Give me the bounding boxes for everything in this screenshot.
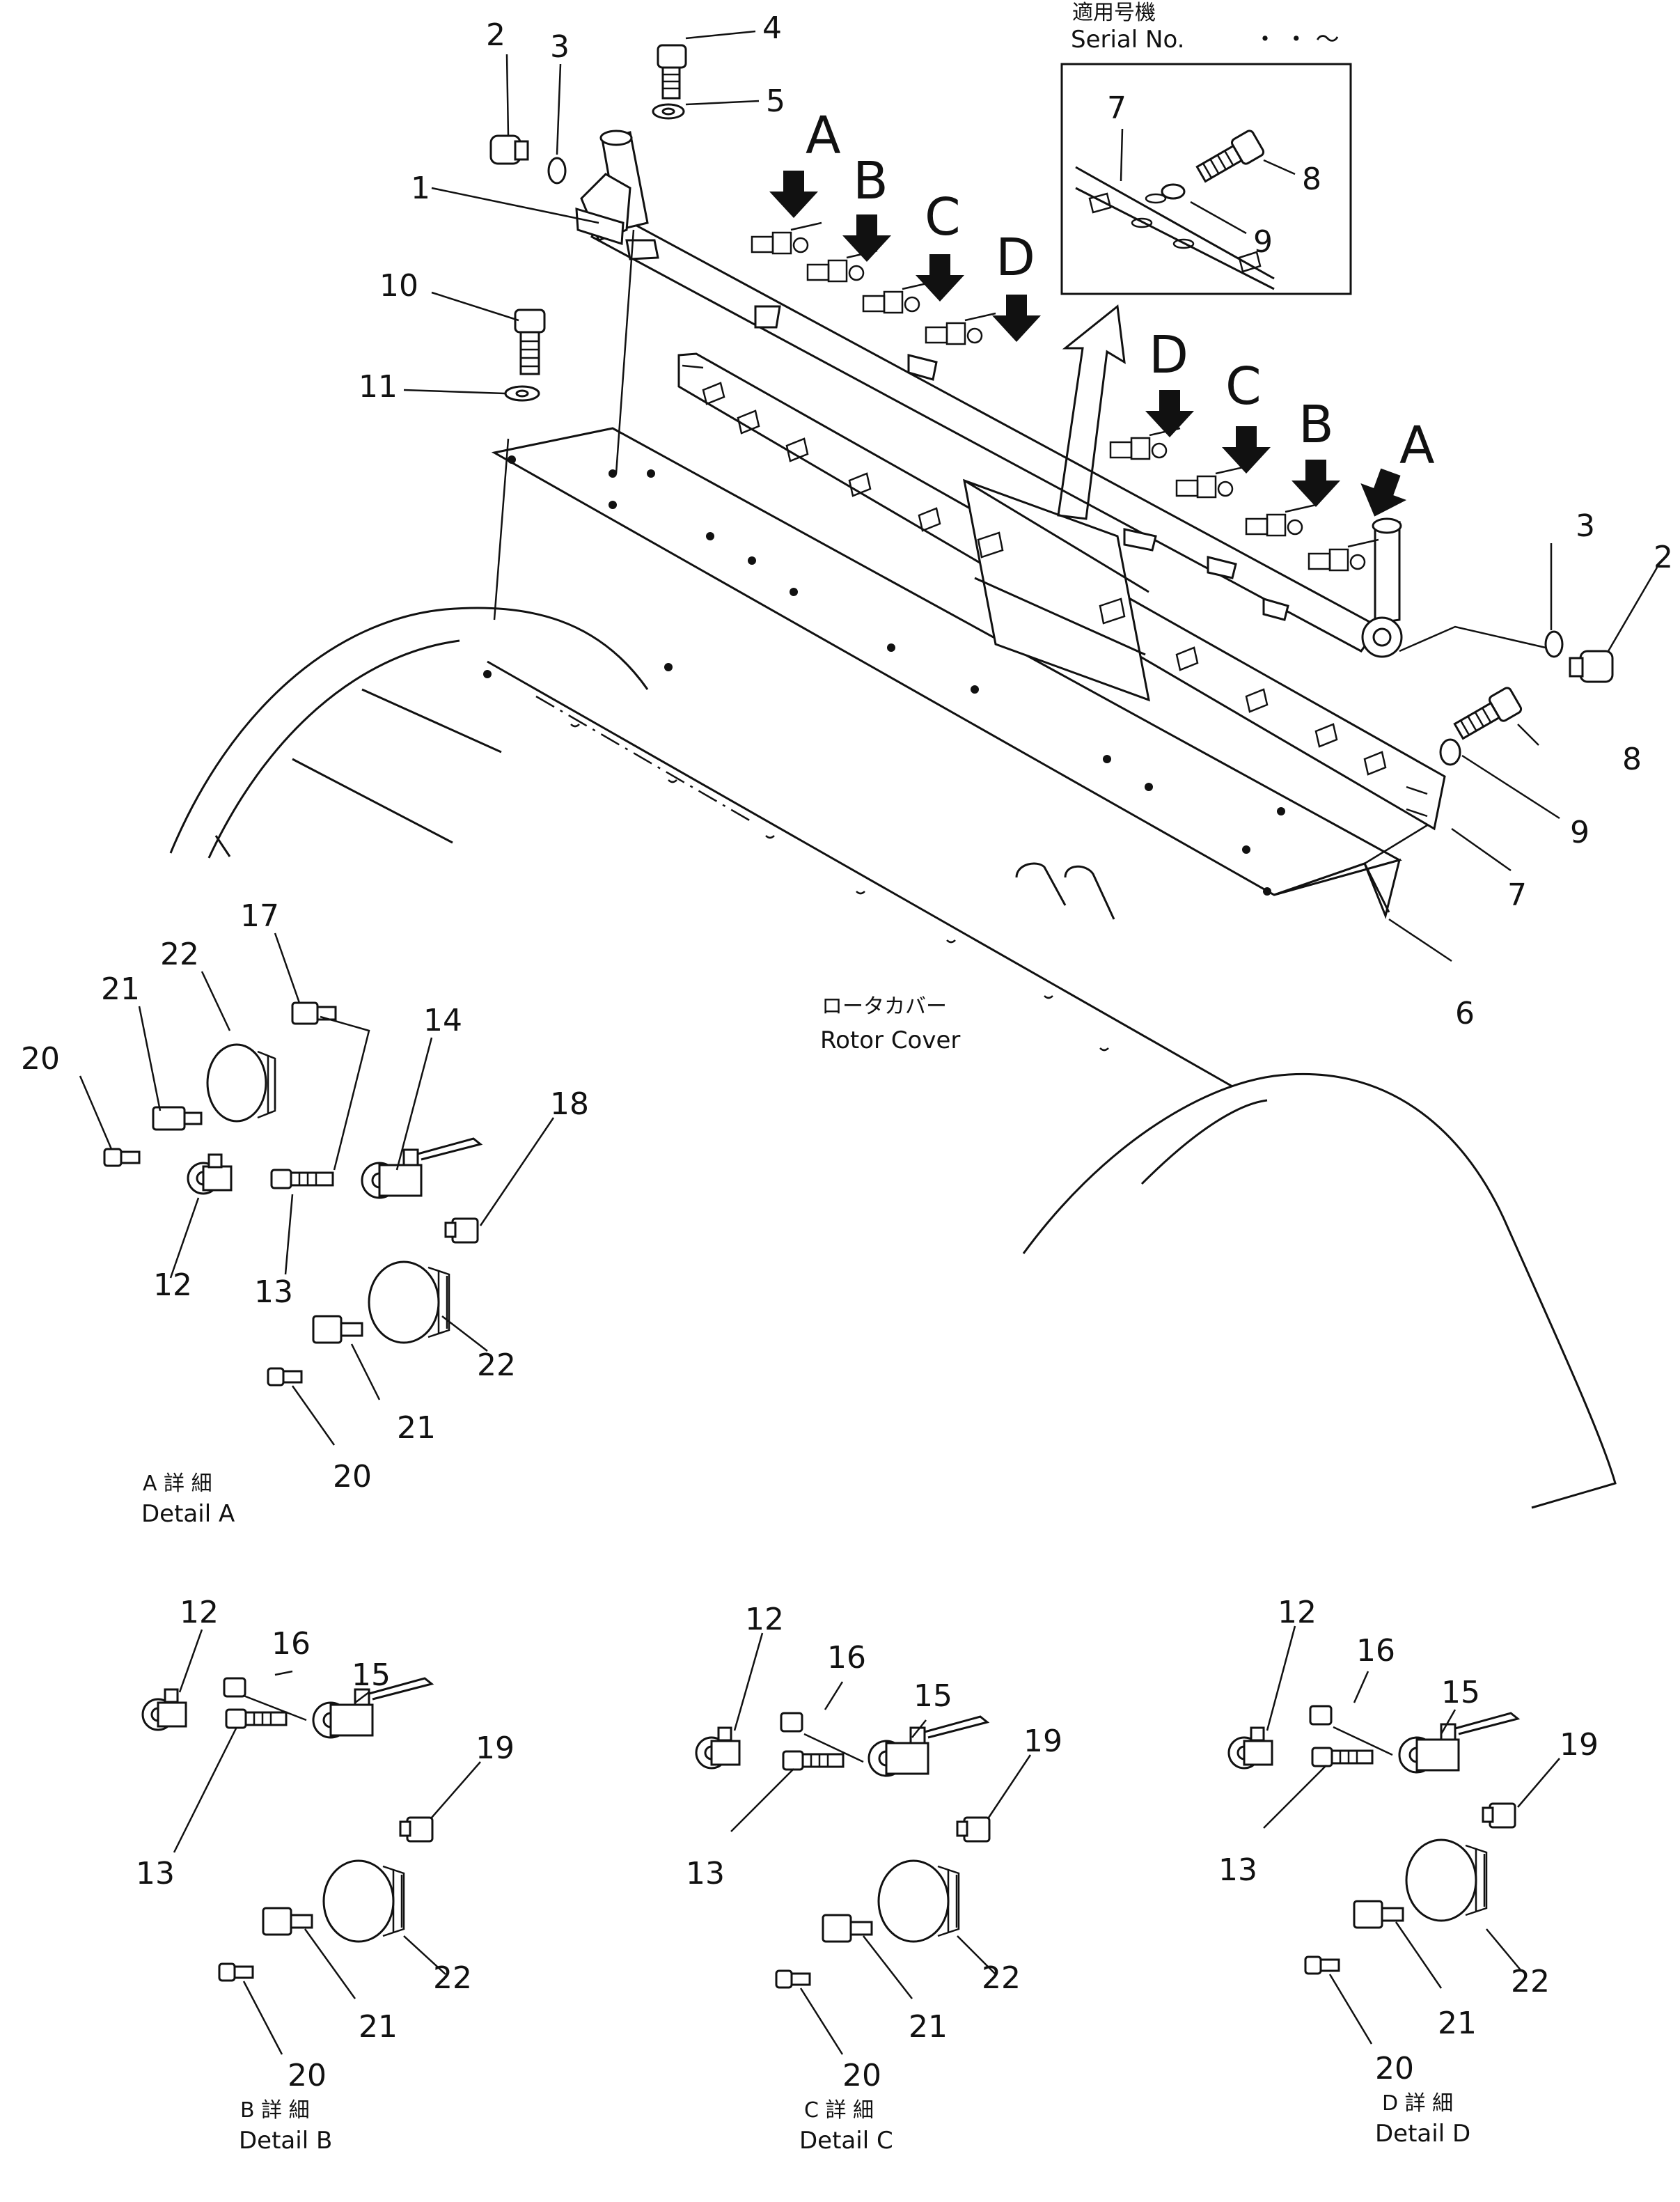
detail-a-callout-12: 12 (153, 1267, 192, 1303)
detail-a-callout-21-bottom: 21 (397, 1410, 436, 1446)
detail-d-callout-22: 22 (1511, 1964, 1550, 1999)
nozzle-arrows (769, 171, 1407, 517)
inset-callout-9: 9 (1253, 224, 1273, 260)
inset-callout-7: 7 (1107, 91, 1126, 126)
detail-c-title-en: Detail C (799, 2127, 893, 2155)
rotor-cover-label-en: Rotor Cover (820, 1026, 960, 1054)
detail-c: 12 16 15 19 13 22 21 20 C 詳 細 Detail C (686, 1602, 1062, 2155)
detail-b-callout-20: 20 (288, 2058, 327, 2093)
detail-c-callout-16: 16 (827, 1640, 866, 1676)
detail-a-callout-17: 17 (240, 898, 279, 934)
rotor-cover (169, 607, 1617, 1509)
callout-2-left: 2 (486, 17, 505, 53)
detail-b-title-jp: B 詳 細 (240, 2098, 310, 2123)
detail-a-callout-20-top: 20 (21, 1041, 60, 1077)
detail-a-callout-22-bottom: 22 (477, 1348, 516, 1383)
detail-c-callout-15: 15 (913, 1678, 952, 1714)
washer-11-hole (515, 389, 529, 398)
detail-d: 12 16 15 19 13 22 21 20 D 詳 細 Detail D (1218, 1595, 1599, 2148)
enlarge-arrow (1057, 304, 1126, 520)
letter-c-left: C (925, 187, 961, 247)
detail-d-callout-13: 13 (1218, 1852, 1257, 1888)
callout-3-left: 3 (550, 29, 570, 65)
detail-b-title-en: Detail B (239, 2127, 332, 2155)
bolt-8-right (1453, 687, 1523, 740)
detail-d-callout-19: 19 (1560, 1727, 1599, 1763)
callout-5: 5 (766, 84, 785, 119)
o-ring-3-right (1544, 630, 1564, 658)
detail-b-callout-15: 15 (352, 1657, 391, 1693)
detail-a-title-en: Detail A (141, 1500, 235, 1528)
detail-c-callout-22: 22 (982, 1960, 1021, 1996)
detail-d-callout-20: 20 (1375, 2051, 1414, 2086)
bolt-4 (657, 44, 687, 100)
detail-a: 17 22 21 20 14 18 12 13 22 21 20 A 詳 細 D… (21, 898, 589, 1528)
plug-2-left (489, 134, 529, 165)
callout-4: 4 (762, 10, 782, 46)
detail-c-callout-19: 19 (1023, 1724, 1062, 1759)
detail-d-title-en: Detail D (1375, 2120, 1470, 2148)
detail-a-callout-14: 14 (423, 1003, 462, 1038)
detail-a-callout-18: 18 (550, 1086, 589, 1122)
main-leaders (403, 30, 1658, 962)
letter-a-left: A (806, 106, 841, 166)
detail-c-title-jp: C 詳 細 (804, 2098, 874, 2123)
detail-b-callout-19: 19 (476, 1731, 515, 1766)
detail-b-callout-16: 16 (272, 1626, 311, 1662)
detail-b-callout-22: 22 (433, 1960, 472, 1996)
detail-a-title-jp: A 詳 細 (143, 1471, 212, 1496)
callout-6: 6 (1455, 996, 1475, 1031)
detail-d-callout-21: 21 (1438, 2006, 1477, 2041)
washer-9-right (1439, 738, 1461, 766)
serial-label-jp: 適用号機 (1072, 1, 1156, 25)
callout-10: 10 (379, 268, 418, 304)
nozzle-letters: A B C D D C B A (806, 106, 1435, 476)
letter-d-right: D (1149, 325, 1188, 385)
bolt-10 (514, 309, 546, 375)
detail-a-callout-22-top: 22 (160, 937, 199, 972)
callout-1: 1 (411, 171, 430, 206)
mounting-plate (483, 427, 1402, 919)
serial-label-en: Serial No. (1071, 26, 1184, 54)
letter-b-left: B (853, 151, 888, 211)
detail-c-callout-13: 13 (686, 1856, 725, 1891)
rotor-cover-label-jp: ロータカバー (822, 994, 947, 1019)
detail-d-callout-16: 16 (1356, 1633, 1395, 1669)
detail-b: 12 16 15 19 13 22 21 20 B 詳 細 Detail B (136, 1595, 515, 2155)
letter-d-left: D (996, 228, 1035, 288)
letter-b-right: B (1298, 395, 1334, 455)
callout-8-right: 8 (1622, 742, 1642, 777)
letter-c-right: C (1225, 357, 1262, 416)
washer-5-hole (661, 107, 675, 116)
detail-c-callout-20: 20 (842, 2058, 881, 2093)
serial-inset: 適用号機 Serial No. ・ ・ ～ 7 8 9 (1060, 1, 1352, 295)
plug-2-right (1569, 650, 1614, 683)
callout-11: 11 (359, 369, 398, 405)
detail-b-callout-12: 12 (180, 1595, 219, 1630)
o-ring-3-left (547, 157, 567, 185)
detail-d-callout-15: 15 (1441, 1675, 1480, 1710)
callout-9-right: 9 (1570, 815, 1589, 850)
detail-c-callout-21: 21 (909, 2009, 948, 2045)
letter-a-right: A (1399, 416, 1435, 476)
detail-d-callout-12: 12 (1278, 1595, 1317, 1630)
detail-a-callout-20-bottom: 20 (333, 1459, 372, 1494)
nozzle-plate (677, 352, 1446, 831)
detail-a-callout-13: 13 (254, 1274, 293, 1310)
callout-7: 7 (1507, 877, 1527, 913)
detail-a-callout-21-top: 21 (101, 971, 140, 1007)
detail-c-callout-12: 12 (745, 1602, 784, 1637)
header-pipe (575, 130, 1403, 658)
detail-b-callout-13: 13 (136, 1856, 175, 1891)
serial-range-marks: ・ ・ ～ (1253, 26, 1340, 54)
inset-callout-8: 8 (1302, 162, 1321, 197)
detail-d-title-jp: D 詳 細 (1382, 2091, 1453, 2116)
callout-3-right: 3 (1576, 508, 1595, 544)
detail-b-callout-21: 21 (359, 2009, 398, 2045)
callout-2-right: 2 (1654, 540, 1673, 575)
